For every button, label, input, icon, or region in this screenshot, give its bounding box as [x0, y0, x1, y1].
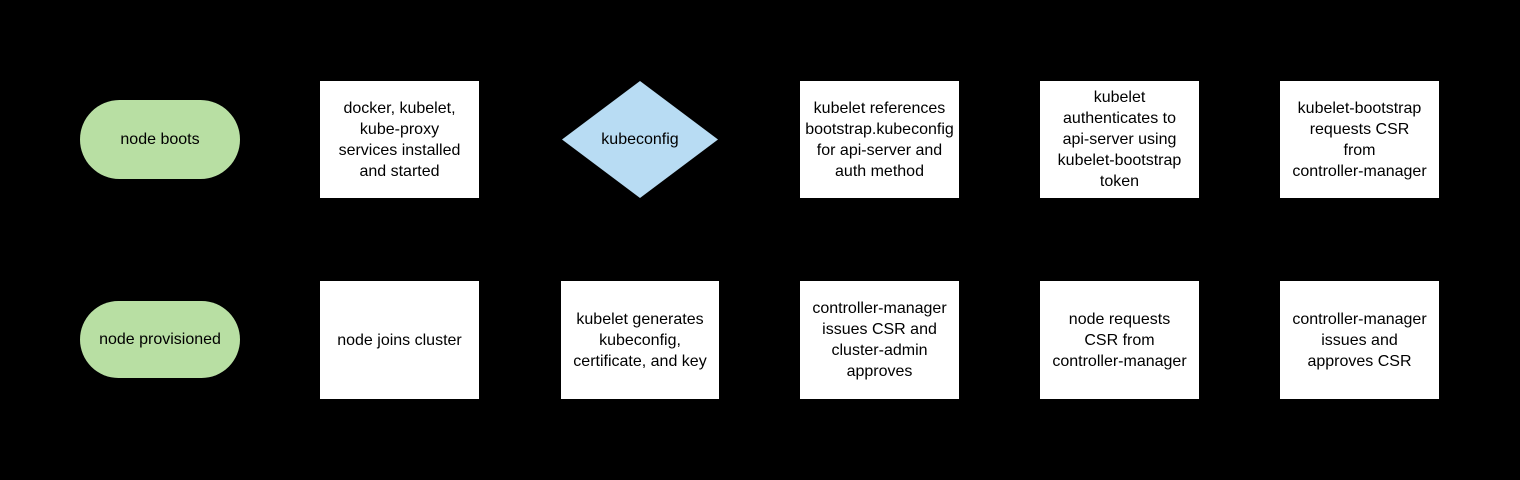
terminal-node-provisioned: node provisioned: [80, 301, 240, 378]
process-kubelet-generates-kubeconfig: kubelet generates kubeconfig, certificat…: [561, 281, 719, 399]
node-label: node requests CSR from controller-manage…: [1052, 310, 1187, 370]
node-label: kubelet generates kubeconfig, certificat…: [573, 310, 707, 370]
node-label: docker, kubelet, kube-proxy services ins…: [338, 99, 461, 180]
process-cm-issues-and-approves-csr: controller-manager issues and approves C…: [1280, 281, 1439, 399]
process-kubelet-references-bootstrap-kubeconfig: kubelet references bootstrap.kubeconfig …: [800, 81, 959, 198]
terminal-node-boots: node boots: [80, 100, 240, 179]
node-label: kubelet-bootstrap requests CSR from cont…: [1292, 99, 1427, 180]
process-services-installed: docker, kubelet, kube-proxy services ins…: [320, 81, 479, 198]
node-label: kubelet authenticates to api-server usin…: [1057, 89, 1182, 190]
process-kubelet-bootstrap-requests-csr: kubelet-bootstrap requests CSR from cont…: [1280, 81, 1439, 198]
decision-kubeconfig: kubeconfig: [562, 81, 718, 198]
process-cm-issues-csr-admin-approves: controller-manager issues CSR and cluste…: [800, 281, 959, 399]
process-node-requests-csr: node requests CSR from controller-manage…: [1040, 281, 1199, 399]
process-node-joins-cluster: node joins cluster: [320, 281, 479, 399]
node-label: kubelet references bootstrap.kubeconfig …: [805, 99, 954, 180]
process-kubelet-authenticates: kubelet authenticates to api-server usin…: [1040, 81, 1199, 198]
node-label: node boots: [120, 131, 200, 148]
node-label: controller-manager issues CSR and cluste…: [812, 300, 947, 380]
node-label: controller-manager issues and approves C…: [1292, 310, 1427, 370]
node-label: node joins cluster: [337, 331, 462, 349]
node-label: kubeconfig: [601, 131, 679, 148]
node-label: node provisioned: [99, 331, 221, 348]
